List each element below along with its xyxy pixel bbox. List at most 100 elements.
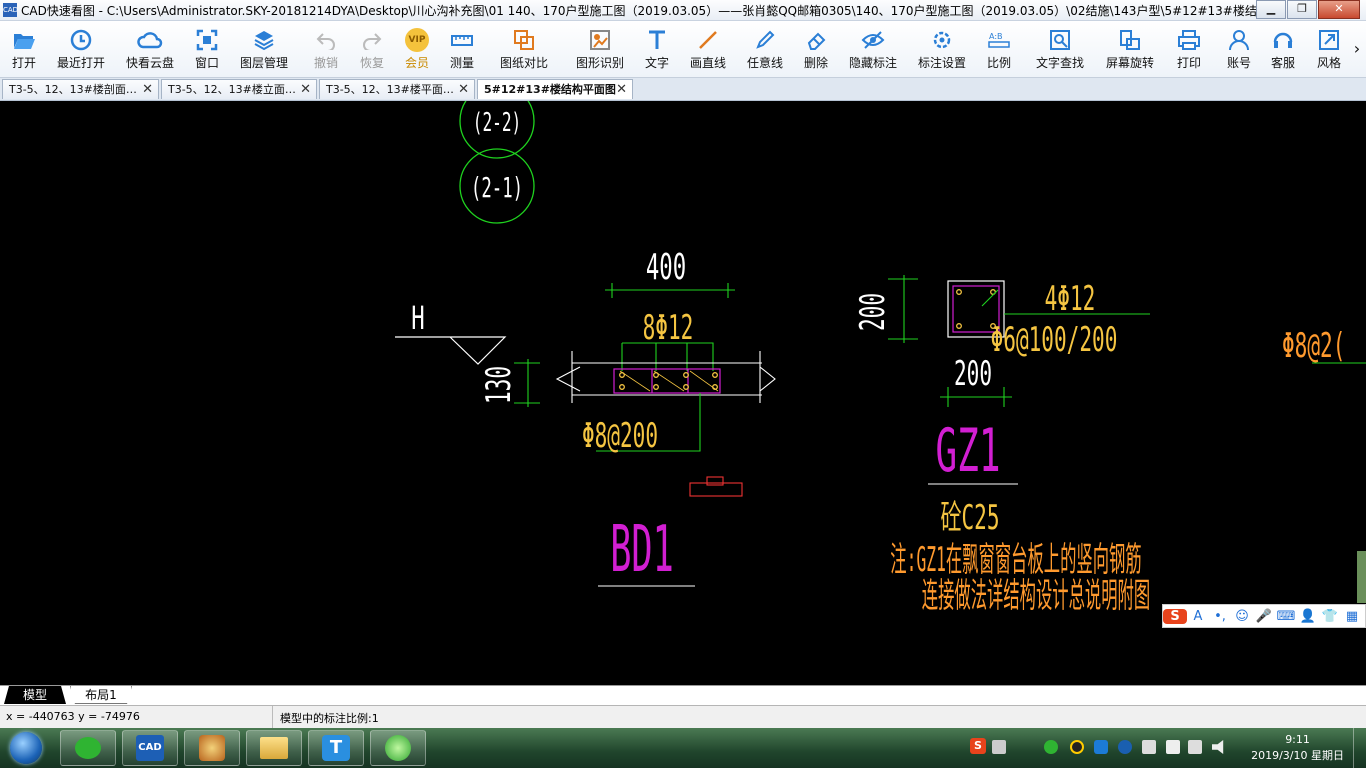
maximize-button[interactable]: ❐ <box>1287 0 1317 19</box>
window-menu-button[interactable]: 窗口 <box>188 21 226 77</box>
tray-keyboard-icon[interactable] <box>992 740 1006 754</box>
side-scroll-indicator[interactable] <box>1357 551 1366 603</box>
minimize-button[interactable]: ▁ <box>1256 0 1286 19</box>
ime-keyboard-icon[interactable]: ⌨ <box>1276 608 1296 624</box>
line-tool-button[interactable]: 画直线 <box>684 21 732 77</box>
start-button[interactable] <box>6 730 46 766</box>
column-outline <box>947 280 1005 338</box>
tray-sogou-icon[interactable]: S <box>970 738 986 754</box>
cloud-icon <box>120 27 180 53</box>
tray-volume-icon[interactable] <box>1212 740 1224 754</box>
tab-close-icon[interactable]: ✕ <box>616 82 627 97</box>
ime-skin-icon[interactable]: 👕 <box>1321 608 1339 624</box>
compare-button[interactable]: 图纸对比 <box>494 21 554 77</box>
ime-toolbar[interactable]: S A •, ☺ 🎤 ⌨ 👤 👕 ▦ <box>1162 604 1366 628</box>
tab-close-icon[interactable]: ✕ <box>458 82 469 97</box>
ime-user-icon[interactable]: 👤 <box>1299 608 1317 624</box>
tab-elevation[interactable]: T3-5、12、13#楼立面…✕ <box>161 79 317 99</box>
taskbar-browser[interactable] <box>370 730 426 766</box>
headset-icon <box>1264 27 1302 53</box>
ime-emoji-icon[interactable]: ☺ <box>1235 608 1249 624</box>
break-symbol <box>555 366 776 392</box>
redo-button[interactable]: 恢复 <box>352 21 392 77</box>
rebar-leader-lines <box>621 342 714 371</box>
tray-usb-icon[interactable] <box>1142 740 1156 754</box>
layout1-tab[interactable]: 布局1 <box>70 686 132 704</box>
layout-tabs: 模型 布局1 <box>0 685 1366 705</box>
column-leader-line <box>981 289 1150 315</box>
cad-drawing: (2-2) (2-1) H 400 8Φ12 130 <box>395 101 1366 616</box>
toolbar-more-button[interactable]: › <box>1353 39 1361 58</box>
text-t-icon <box>638 27 676 53</box>
recognize-button[interactable]: 图形识别 <box>570 21 630 77</box>
tab-structure-plan[interactable]: 5#12#13#楼结构平面图✕ <box>477 79 633 99</box>
gz-concrete-grade: 砼C25 <box>940 498 999 538</box>
layers-icon <box>234 27 294 53</box>
system-clock[interactable]: 9:11 2019/3/10 星期日 <box>1251 732 1344 764</box>
title-bar: CAD CAD快速看图 - C:\Users\Administrator.SKY… <box>0 0 1366 21</box>
detail-label-1: (2-2) <box>473 108 522 138</box>
tray-wechat-icon[interactable] <box>1044 740 1058 754</box>
slab-break-lines <box>571 351 761 403</box>
taskbar-app-tree[interactable] <box>184 730 240 766</box>
folder-icon <box>260 737 288 759</box>
undo-button[interactable]: 撤销 <box>306 21 346 77</box>
recent-button[interactable]: 最近打开 <box>52 21 110 77</box>
scale-button[interactable]: A:B 比例 <box>982 21 1016 77</box>
layers-button[interactable]: 图层管理 <box>234 21 294 77</box>
mark-settings-button[interactable]: 标注设置 <box>912 21 972 77</box>
tab-close-icon[interactable]: ✕ <box>300 82 311 97</box>
tray-security-icon[interactable] <box>1094 740 1108 754</box>
stirrup-hooks <box>619 370 719 392</box>
tray-flag-icon[interactable] <box>1166 740 1180 754</box>
service-button[interactable]: 客服 <box>1264 21 1302 77</box>
expand-arrow-icon <box>1310 27 1348 53</box>
tab-plan[interactable]: T3-5、12、13#楼平面…✕ <box>319 79 475 99</box>
gz-width-dimension-line <box>940 387 1012 407</box>
measure-button[interactable]: 测量 <box>442 21 482 77</box>
windows-taskbar: CAD T S 9:11 2019/3/10 星期日 <box>0 728 1366 768</box>
text-search-button[interactable]: 文字查找 <box>1030 21 1090 77</box>
taskbar-cad[interactable]: CAD <box>122 730 178 766</box>
compare-icon <box>494 27 554 53</box>
tray-network-icon[interactable] <box>1188 740 1202 754</box>
rotate-screen-button[interactable]: 屏幕旋转 <box>1100 21 1160 77</box>
cloud-button[interactable]: 快看云盘 <box>120 21 180 77</box>
tab-section[interactable]: T3-5、12、13#楼剖面…✕ <box>2 79 159 99</box>
style-button[interactable]: 风格 <box>1310 21 1348 77</box>
hide-marks-button[interactable]: 隐藏标注 <box>844 21 902 77</box>
text-tool-button[interactable]: 文字 <box>638 21 676 77</box>
account-button[interactable]: 账号 <box>1220 21 1258 77</box>
freehand-tool-button[interactable]: 任意线 <box>742 21 788 77</box>
drawing-canvas[interactable]: (2-2) (2-1) H 400 8Φ12 130 <box>0 101 1366 685</box>
height-dimension-line <box>514 359 540 407</box>
print-button[interactable]: 打印 <box>1170 21 1208 77</box>
vip-button[interactable]: VIP 会员 <box>398 21 436 77</box>
gz-component-name: GZ1 <box>935 415 1000 485</box>
tray-qq-icon[interactable] <box>1070 740 1084 754</box>
open-button[interactable]: 打开 <box>2 21 46 77</box>
delete-button[interactable]: 删除 <box>796 21 836 77</box>
ime-punctuation-icon[interactable]: •, <box>1214 608 1226 624</box>
ime-voice-icon[interactable]: 🎤 <box>1255 608 1273 624</box>
taskbar-wechat[interactable] <box>60 730 116 766</box>
wechat-icon <box>75 737 101 759</box>
ime-toolbox-icon[interactable]: ▦ <box>1345 608 1359 624</box>
sogou-logo-icon[interactable]: S <box>1163 608 1187 624</box>
taskbar-explorer[interactable] <box>246 730 302 766</box>
slab-outline <box>572 362 762 396</box>
tray-bluetooth-icon[interactable] <box>1118 740 1132 754</box>
tab-close-icon[interactable]: ✕ <box>142 82 153 97</box>
annotation-scale-text: 模型中的标注比例:1 <box>280 712 379 725</box>
show-desktop-button[interactable] <box>1353 728 1366 768</box>
level-mark-label: H <box>411 299 424 337</box>
bd-width-dimension: 400 <box>646 247 686 289</box>
ime-font-icon[interactable]: A <box>1193 608 1203 624</box>
taskbar-text-app[interactable]: T <box>308 730 364 766</box>
close-button[interactable]: ✕ <box>1318 0 1360 19</box>
window-frame-icon <box>188 27 226 53</box>
note-line-2: 连接做法详结构设计总说明附图 <box>922 576 1150 616</box>
window-title: CAD快速看图 - C:\Users\Administrator.SKY-201… <box>21 4 1256 18</box>
model-tab[interactable]: 模型 <box>4 686 66 704</box>
folder-open-icon <box>2 27 46 53</box>
